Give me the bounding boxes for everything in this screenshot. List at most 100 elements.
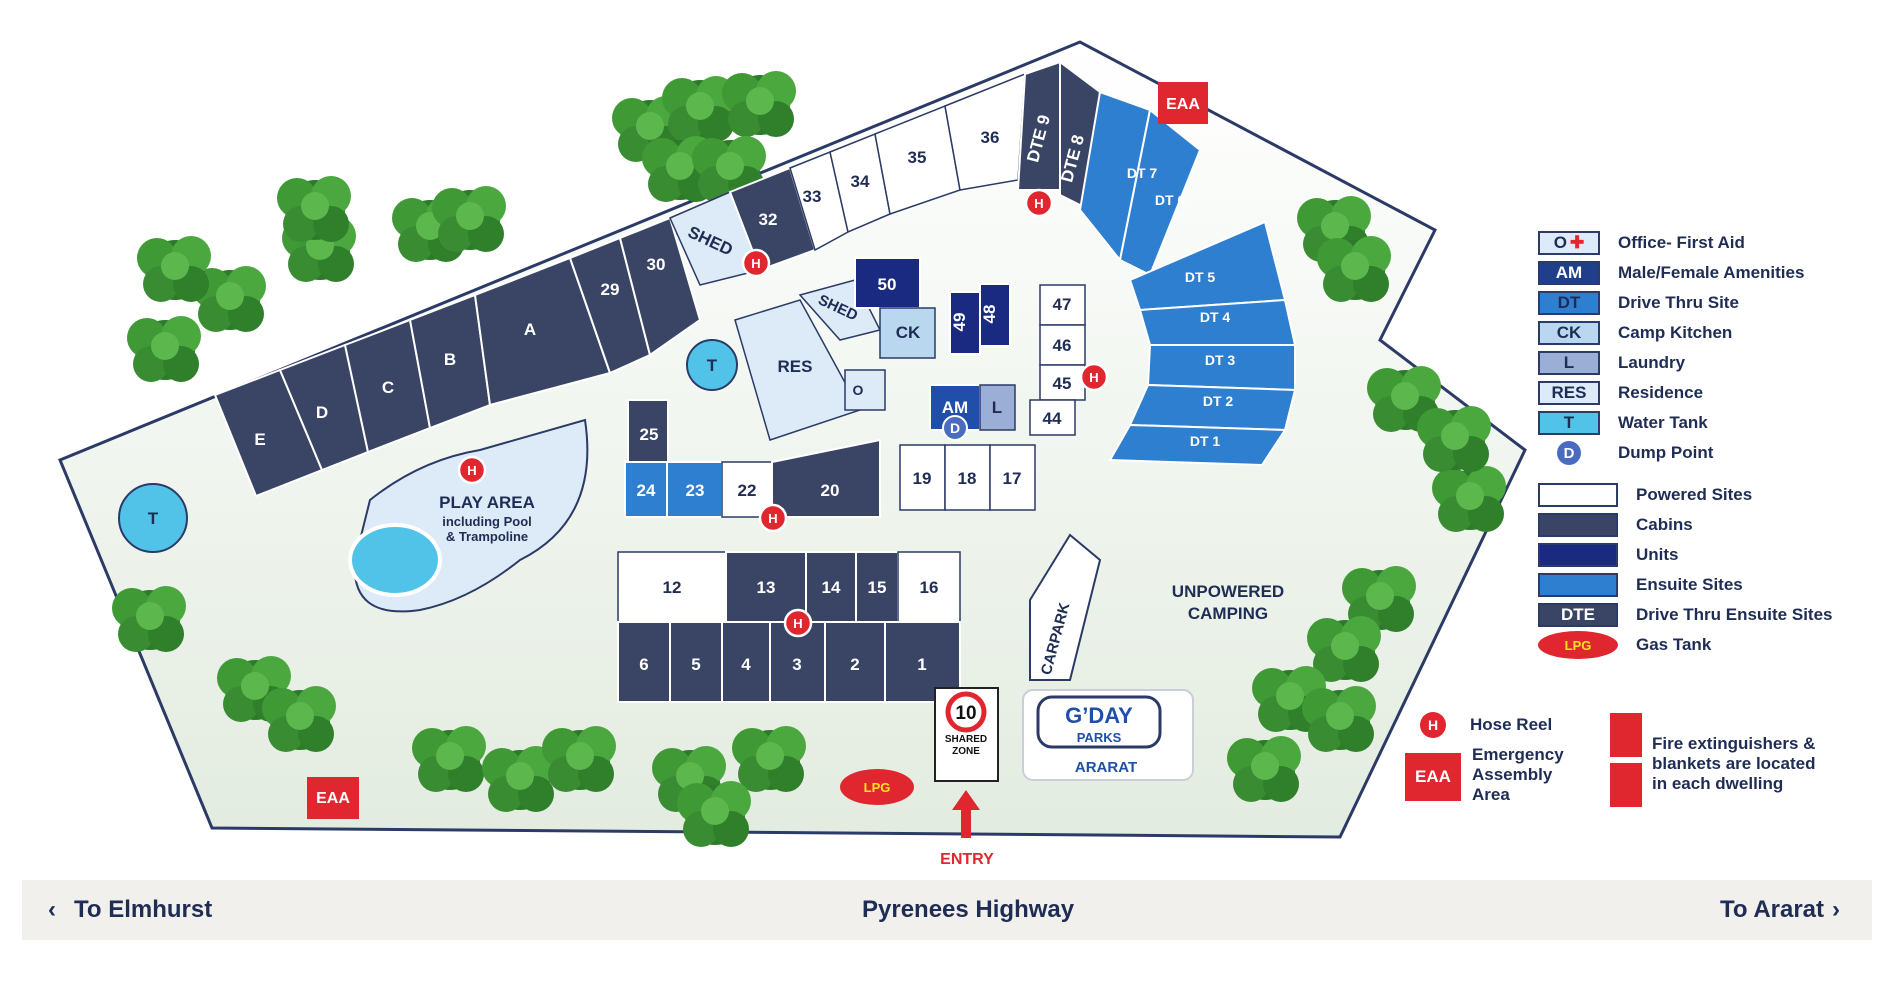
site-office[interactable] (844, 369, 886, 411)
site-19[interactable] (899, 444, 946, 511)
entry-label: ENTRY (940, 851, 994, 868)
site-24[interactable] (624, 461, 668, 518)
first-aid-icon: ✚ (1569, 233, 1585, 252)
fire-extinguisher-icon (1609, 712, 1643, 758)
legend-label: Powered Sites (1636, 485, 1753, 504)
label-site: 24 (637, 481, 656, 500)
hose-h: H (1089, 370, 1098, 385)
eaa-label: EAA (316, 790, 350, 807)
label-site: 15 (868, 578, 887, 597)
site-dt1[interactable] (1108, 423, 1287, 467)
label-site: 48 (980, 305, 999, 324)
site-6[interactable] (617, 621, 671, 703)
eaa-line: Emergency (1472, 745, 1564, 764)
legend-label: Cabins (1636, 515, 1693, 534)
legend-powered: Powered Sites (1538, 482, 1752, 508)
site-50[interactable] (854, 257, 921, 309)
hose-h: H (467, 463, 476, 478)
label-site: DT 6 (1155, 192, 1186, 208)
highway-name: Pyrenees Highway (862, 896, 1075, 923)
label-site: 34 (851, 172, 870, 191)
label-site: 1 (917, 655, 926, 674)
water-tank-west (118, 483, 188, 553)
site-ck[interactable] (879, 307, 936, 359)
legend-swatch: RES (1538, 381, 1600, 405)
site-47[interactable] (1039, 284, 1086, 326)
label-site: E (254, 430, 265, 449)
site-23[interactable] (666, 461, 723, 518)
label-site: 33 (803, 187, 822, 206)
label-site: DT 4 (1200, 309, 1231, 325)
label-site: 47 (1053, 295, 1072, 314)
legend-label: Camp Kitchen (1618, 323, 1733, 342)
label-site: DT 5 (1185, 269, 1216, 285)
label-site: 45 (1053, 374, 1072, 393)
label-site: A (524, 320, 536, 339)
play-area-sub2: & Trampoline (446, 529, 528, 544)
legend-ensuite: Ensuite Sites (1538, 572, 1743, 598)
site-14[interactable] (805, 551, 857, 623)
site-2[interactable] (824, 621, 886, 703)
label-site: RES (778, 357, 813, 376)
site-18[interactable] (944, 444, 991, 511)
site-48[interactable] (979, 283, 1011, 347)
dump-point (942, 415, 968, 441)
drive-thru-fan (1108, 220, 1297, 467)
label-site: 32 (759, 210, 778, 229)
fire-line: in each dwelling (1652, 774, 1784, 793)
hose-reel-icon: H (1420, 712, 1446, 738)
label-site: 17 (1003, 469, 1022, 488)
label-site: C (382, 378, 394, 397)
powered-labels: 33 34 35 36 47 46 45 44 19 18 17 22 12 1… (148, 128, 1072, 597)
legend-label: Ensuite Sites (1636, 575, 1743, 594)
water-tank-central (686, 339, 738, 391)
fire-note: Fire extinguishers & blankets are locate… (1652, 734, 1815, 794)
to-elmhurst[interactable]: To Elmhurst (74, 896, 213, 923)
legend-swatch: L (1538, 351, 1600, 375)
site-16[interactable] (897, 551, 961, 623)
eaa-south (307, 777, 359, 819)
label-site: B (444, 350, 456, 369)
hose-h: H (1034, 196, 1043, 211)
carpark[interactable] (1029, 533, 1102, 681)
label-site: 50 (878, 275, 897, 294)
label-site: 5 (691, 655, 700, 674)
legend-swatch: O✚ (1538, 231, 1600, 255)
eaa-line: Area (1472, 785, 1510, 804)
eaa-label: EAA (1166, 96, 1200, 113)
site-30[interactable] (618, 216, 702, 357)
entry-arrow (952, 790, 980, 838)
site-49[interactable] (949, 291, 981, 355)
legend-label: Drive Thru Ensuite Sites (1636, 605, 1833, 624)
legend-swatch (1538, 543, 1618, 567)
speed-circle (945, 691, 987, 733)
legend-office: O✚ Office- First Aid (1538, 230, 1745, 256)
hose-reel-label: Hose Reel (1470, 715, 1553, 734)
legend-label: Residence (1618, 383, 1704, 402)
site-5[interactable] (669, 621, 723, 703)
label-site: 4 (741, 655, 751, 674)
site-46[interactable] (1039, 324, 1086, 366)
to-ararat[interactable]: To Ararat (1720, 896, 1825, 923)
legend-label: Office- First Aid (1618, 233, 1745, 252)
label-site: 22 (738, 481, 757, 500)
label-site: DT 3 (1205, 352, 1236, 368)
legend-code: O (1553, 233, 1567, 252)
site-l[interactable] (979, 384, 1016, 431)
legend-camp-kitchen: CK Camp Kitchen (1538, 320, 1732, 346)
site-44[interactable] (1029, 399, 1076, 436)
site-20[interactable] (771, 438, 881, 518)
label-site: 30 (647, 255, 666, 274)
label-site: 3 (792, 655, 801, 674)
fire-line: blankets are located (1652, 754, 1816, 773)
legend-label: Dump Point (1618, 443, 1714, 462)
site-1[interactable] (884, 621, 961, 703)
site-17[interactable] (989, 444, 1036, 511)
legend-swatch (1538, 483, 1618, 507)
label-site: D (316, 403, 328, 422)
hose-h: H (793, 616, 802, 631)
right-arrow-icon: › (1832, 896, 1840, 923)
fire-blanket-icon (1609, 762, 1643, 808)
label-site: DT 2 (1203, 393, 1234, 409)
label-site: 49 (950, 313, 969, 332)
